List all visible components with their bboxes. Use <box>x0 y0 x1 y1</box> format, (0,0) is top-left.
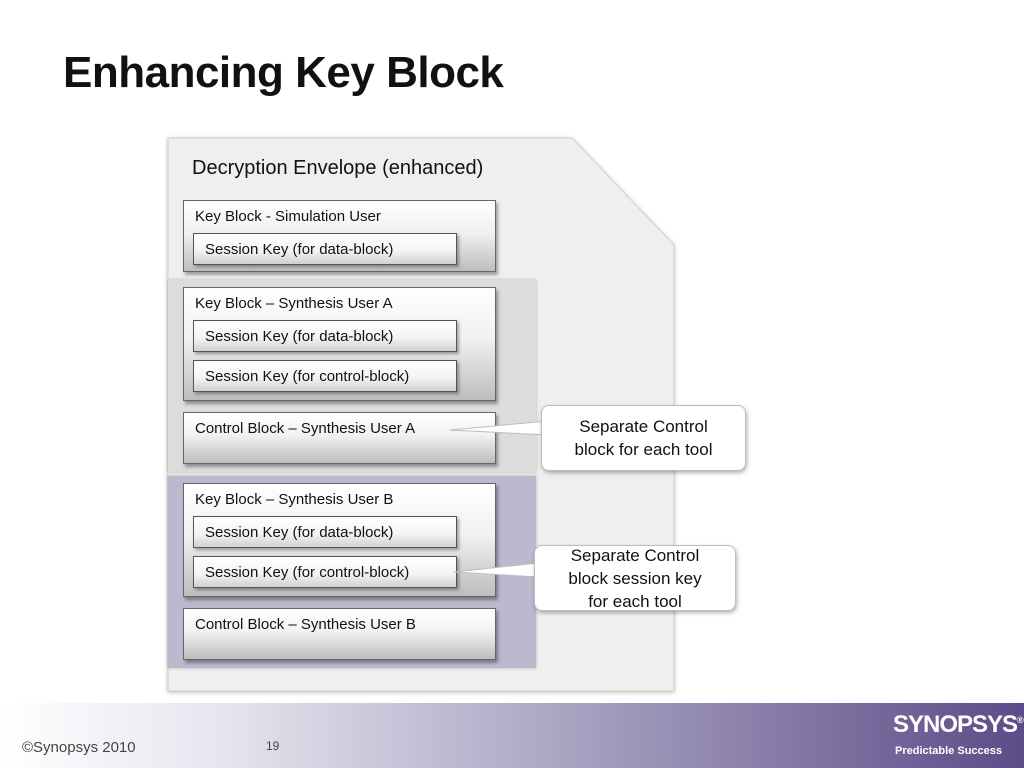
slide-title: Enhancing Key Block <box>63 48 504 97</box>
callout-pointer-session-key <box>453 562 539 578</box>
page-number: 19 <box>266 739 280 753</box>
key-block-label: Key Block – Synthesis User B <box>195 491 394 508</box>
callout-line: for each tool <box>588 591 682 611</box>
synopsys-logo: SYNOPSYS® <box>893 711 1024 739</box>
callout-pointer-control-block <box>449 420 549 436</box>
brand-name: SYNOPSYS <box>893 711 1018 738</box>
callout-separate-session-key: Separate Control block session key for e… <box>534 545 736 611</box>
control-block-label: Control Block – Synthesis User B <box>195 616 416 633</box>
session-key-data-block: Session Key (for data-block) <box>193 320 457 352</box>
key-block-label: Key Block – Synthesis User A <box>195 295 393 312</box>
control-block-synthesis-user-b: Control Block – Synthesis User B <box>183 608 496 660</box>
envelope-title: Decryption Envelope (enhanced) <box>192 157 484 179</box>
session-key-data-block: Session Key (for data-block) <box>193 516 457 548</box>
callout-line: block for each tool <box>574 440 713 459</box>
callout-line: block session key <box>568 568 702 588</box>
copyright-text: ©Synopsys 2010 <box>22 739 136 756</box>
slide-footer: ©Synopsys 2010 19 SYNOPSYS® Predictable … <box>0 703 1024 768</box>
session-key-control-block: Session Key (for control-block) <box>193 556 457 588</box>
brand-tagline: Predictable Success <box>895 745 1003 757</box>
session-key-data-block: Session Key (for data-block) <box>193 233 457 265</box>
callout-line: Separate Control <box>570 545 700 565</box>
registered-mark: ® <box>1017 715 1024 725</box>
control-block-label: Control Block – Synthesis User A <box>195 420 416 437</box>
key-block-label: Key Block - Simulation User <box>195 208 381 225</box>
callout-separate-control-block: Separate Control block for each tool <box>541 405 746 471</box>
control-block-synthesis-user-a: Control Block – Synthesis User A <box>183 412 496 464</box>
callout-line: Separate Control <box>579 417 708 436</box>
session-key-control-block: Session Key (for control-block) <box>193 360 457 392</box>
